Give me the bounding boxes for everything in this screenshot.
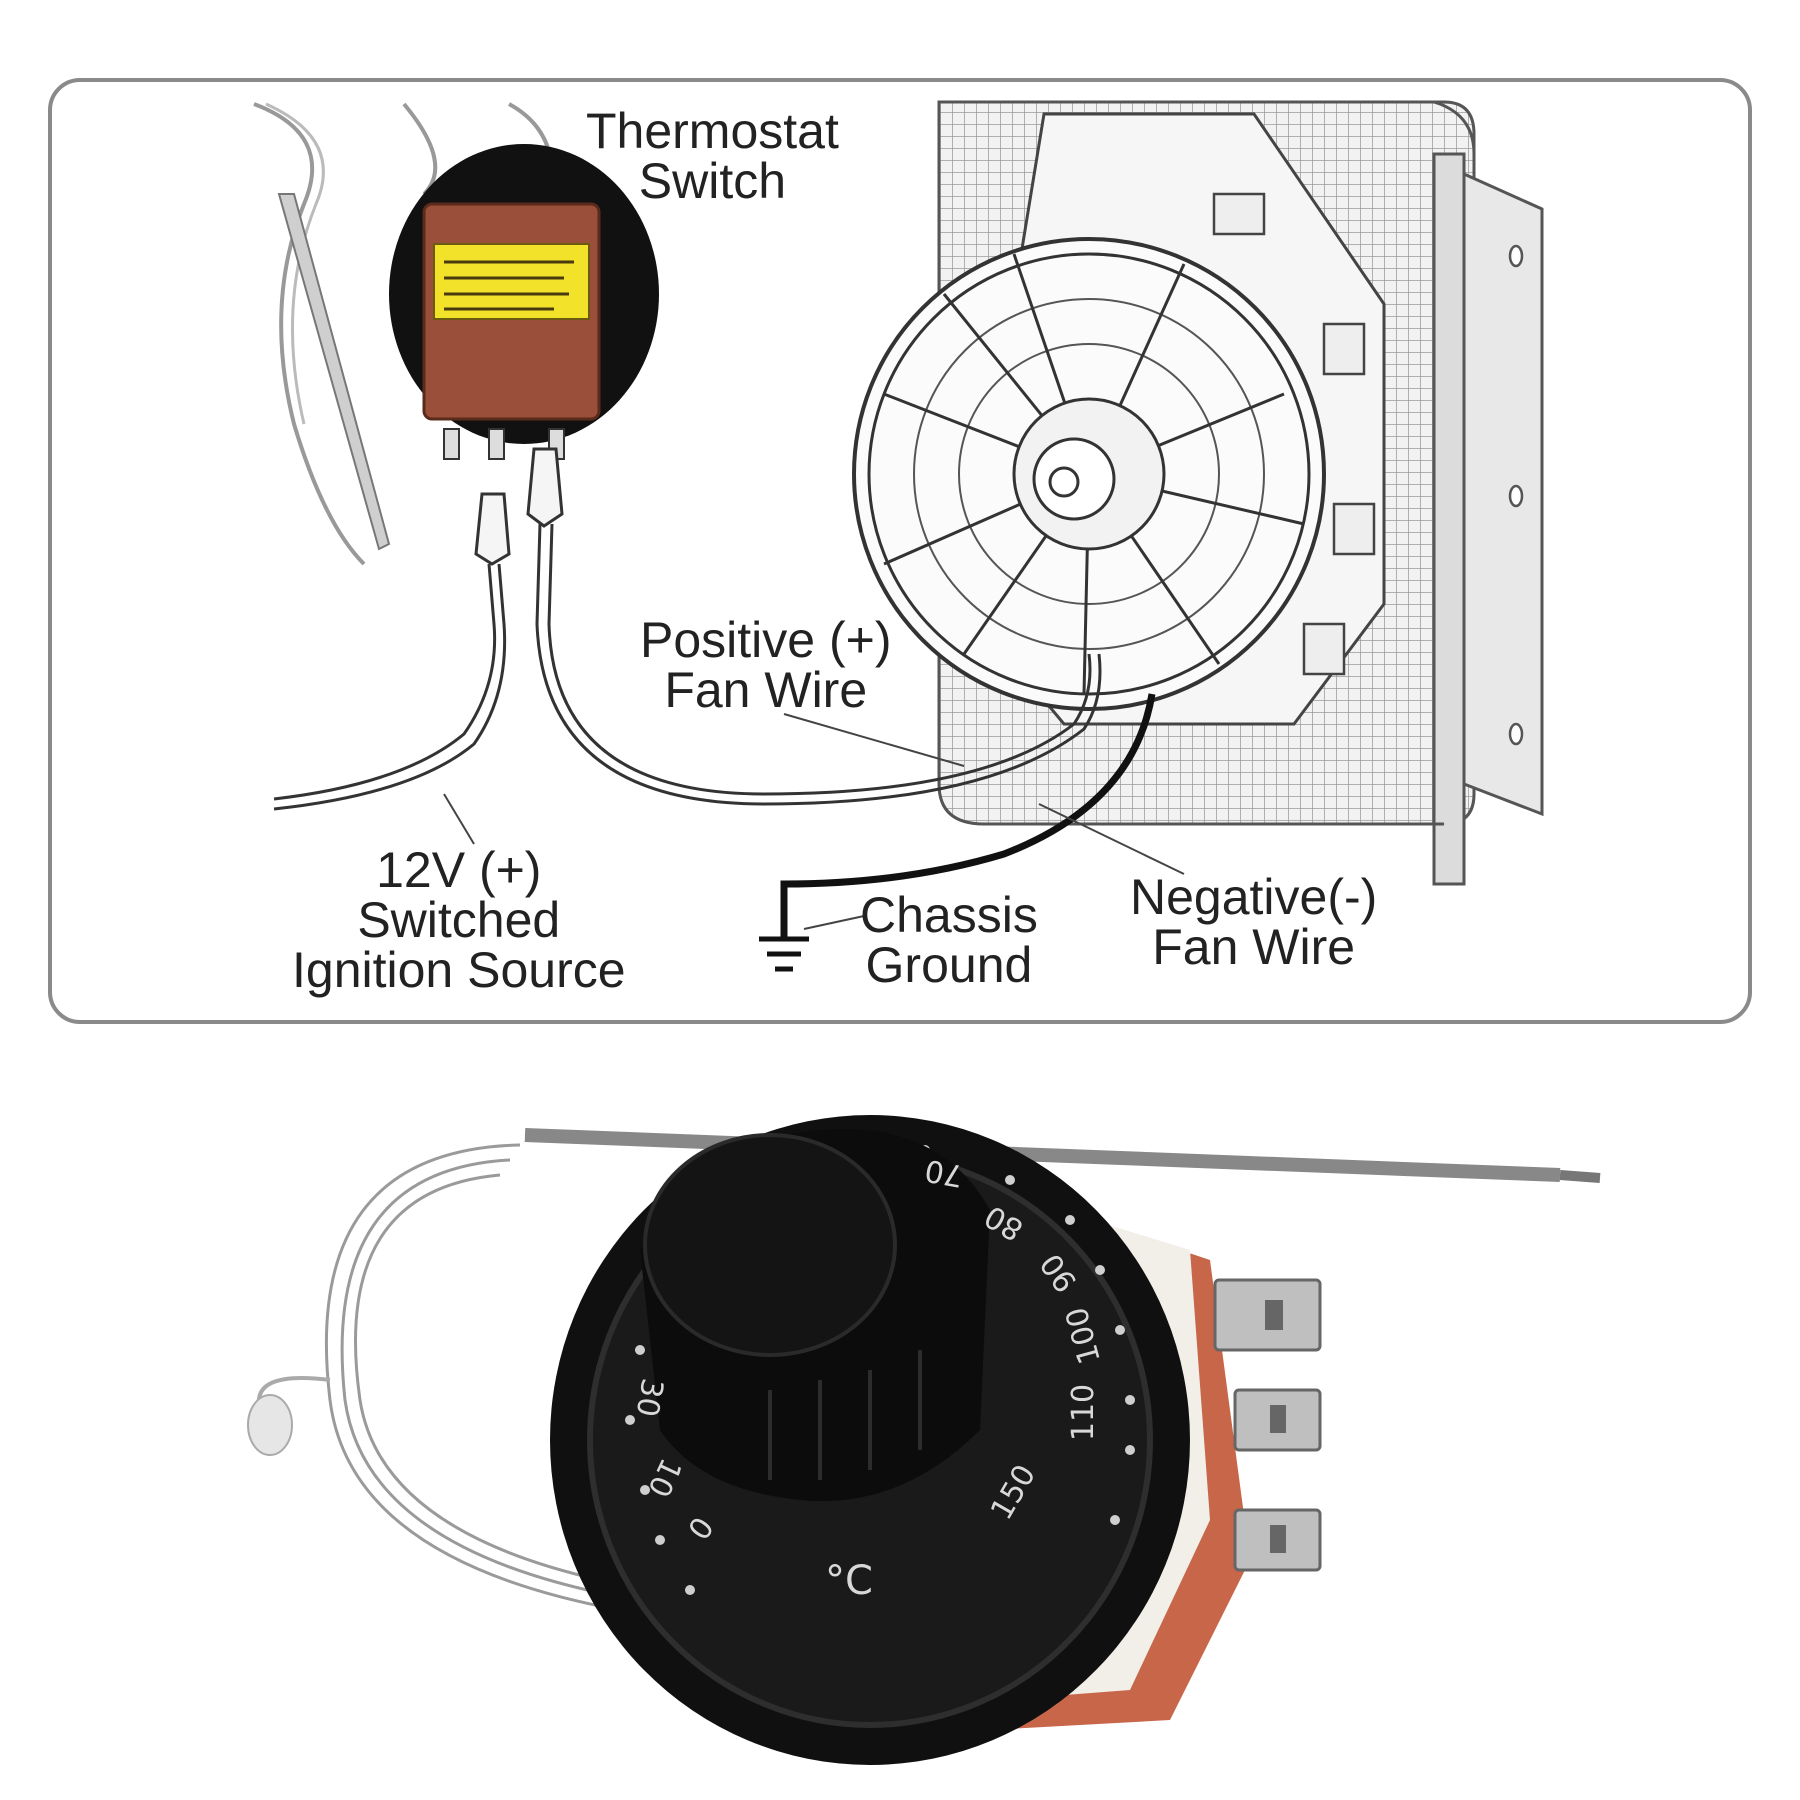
dial-mark-70: 70 bbox=[922, 1151, 966, 1194]
thermostat-switch-device bbox=[253, 102, 659, 566]
label-negative-fan-wire: Negative(-) Fan Wire bbox=[1130, 869, 1378, 975]
dial-knob bbox=[640, 1129, 990, 1502]
label-chassis-ground: Chassis Ground bbox=[860, 887, 1038, 993]
ground-wire bbox=[780, 693, 1156, 939]
relay-label bbox=[433, 243, 590, 320]
dial-mark-30: 30 bbox=[628, 1375, 670, 1420]
label-ignition-source: 12V (+) Switched Ignition Source bbox=[292, 842, 626, 998]
thermostat-product-photo: 70 80 90 100 110 150 30 10 0 °C bbox=[0, 1040, 1800, 1800]
dial-mark-110: 110 bbox=[1066, 1383, 1102, 1442]
ground-symbol-icon bbox=[759, 936, 809, 972]
label-positive-fan-wire: Positive (+) Fan Wire bbox=[640, 612, 892, 718]
cooling-fan bbox=[852, 112, 1386, 726]
dial-unit-celsius: °C bbox=[825, 1558, 873, 1604]
thermostat-illustration bbox=[247, 1115, 1601, 1765]
spade-connectors bbox=[474, 447, 564, 566]
capillary-probe bbox=[256, 1128, 1601, 1612]
wiring-diagram-panel bbox=[48, 78, 1752, 1024]
label-leader-lines bbox=[443, 713, 1185, 930]
cable-clip bbox=[247, 1394, 293, 1456]
label-thermostat-switch: Thermostat Switch bbox=[586, 103, 839, 209]
wiring-diagram-drawing bbox=[253, 100, 1544, 972]
dial-tick-marks bbox=[625, 1145, 1135, 1595]
wires bbox=[273, 523, 1102, 811]
